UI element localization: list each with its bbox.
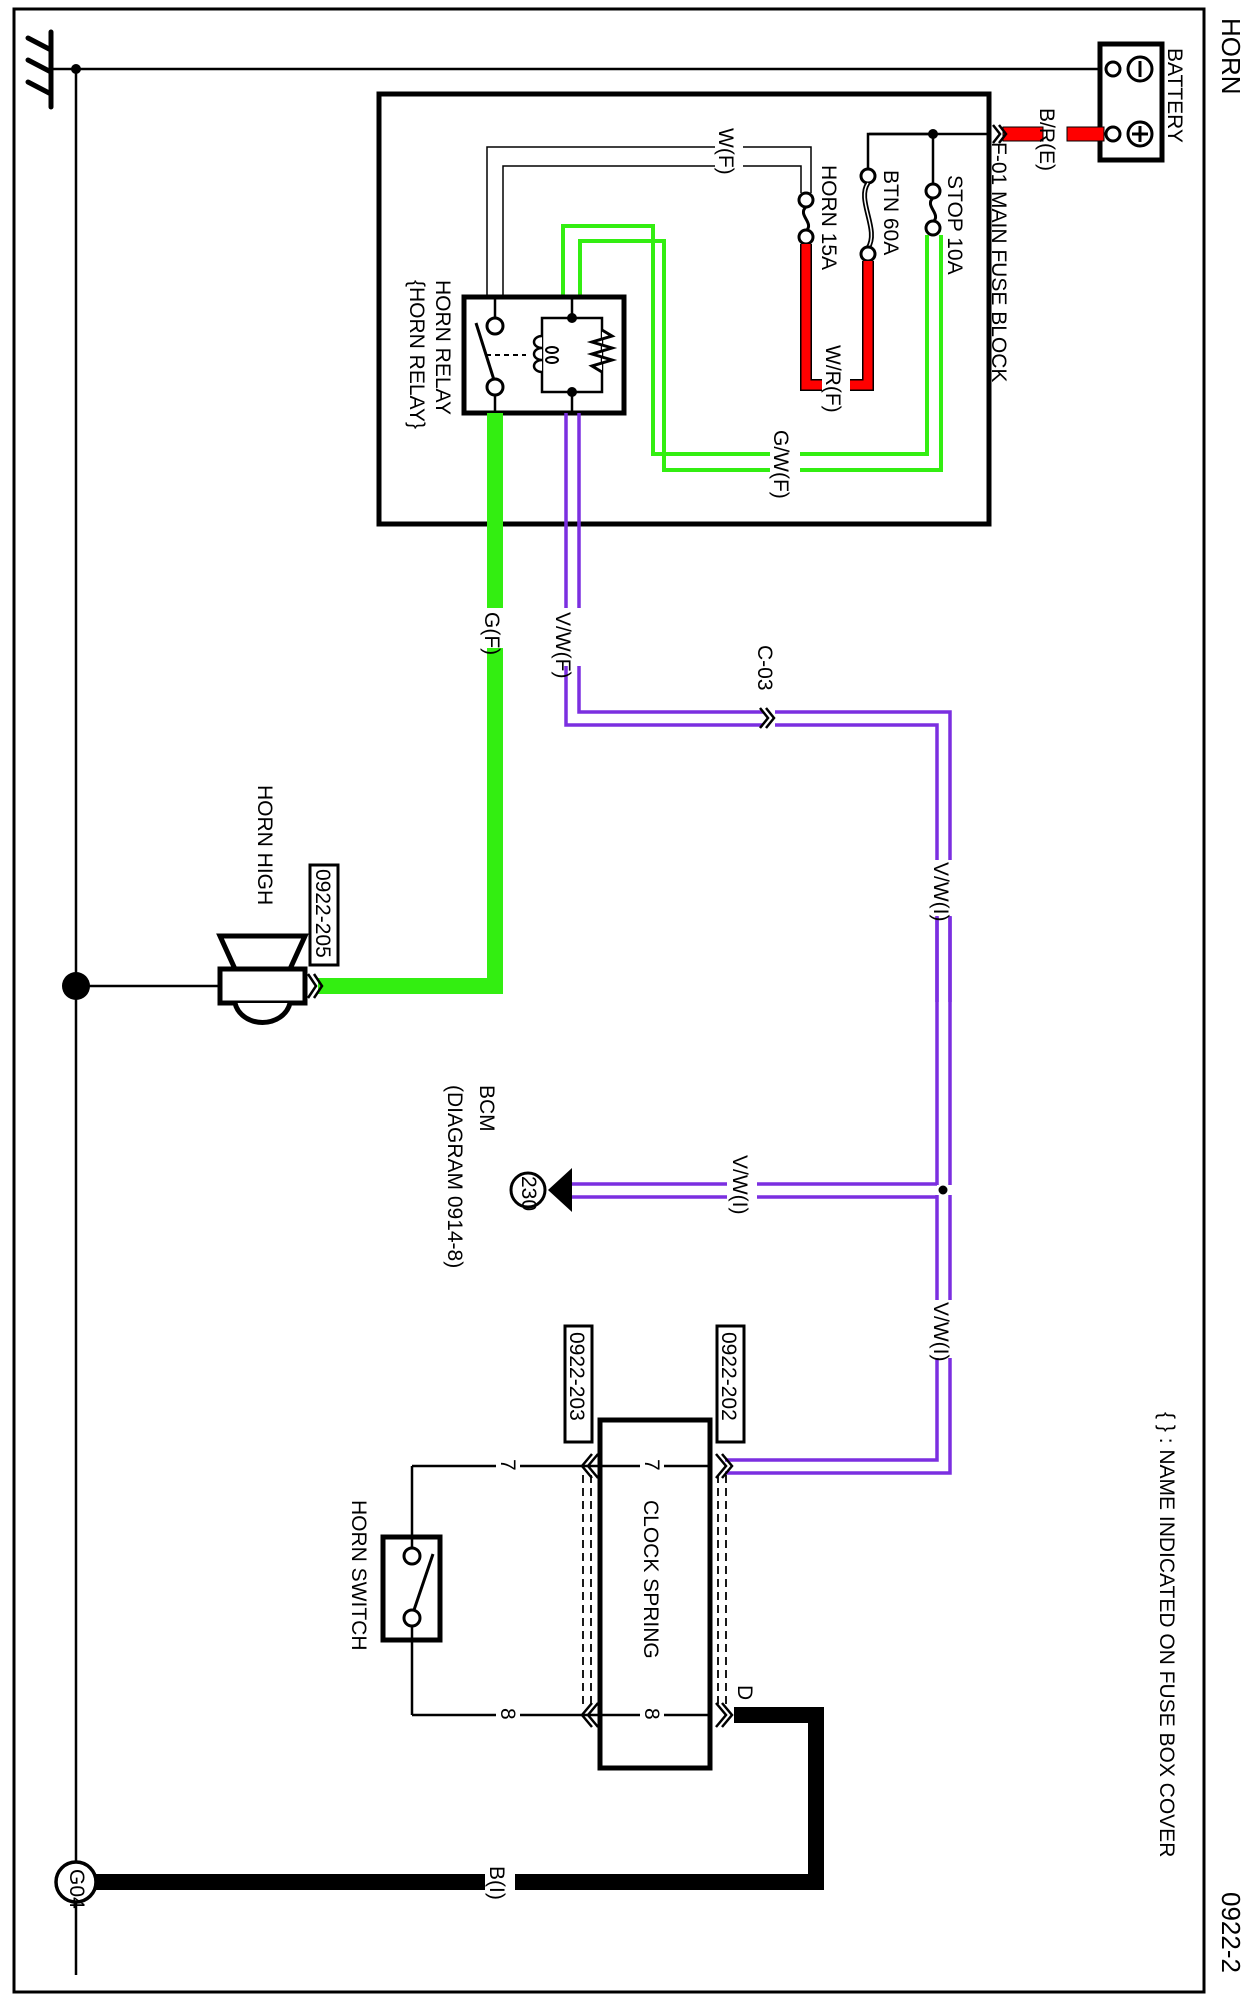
wire-gw <box>561 224 943 472</box>
clock-spring-pin8: 8 <box>640 1708 663 1720</box>
connector-chevron-icon <box>715 1453 734 1479</box>
splice-dot <box>71 64 81 74</box>
label-gap <box>928 1300 958 1356</box>
fuse-btn-60a-icon <box>859 167 877 263</box>
wire-label-vw-i: V/W(I) <box>929 1302 952 1361</box>
clock-spring-label: CLOCK SPRING <box>639 1500 662 1659</box>
page-border <box>12 7 1206 1994</box>
legend-note: { } : NAME INDICATED ON FUSE BOX COVER <box>1155 1412 1178 1857</box>
horn-label: HORN HIGH <box>253 785 276 905</box>
wire-b <box>96 1707 824 1890</box>
fuse-label-btn: BTN 60A <box>879 170 902 255</box>
connector-box-202 <box>715 1324 746 1444</box>
main-fuse-block <box>376 91 992 527</box>
wire-vw <box>564 413 952 1475</box>
shield-label: D <box>733 1685 756 1700</box>
relay-fuse-cover-name: {HORN RELAY} <box>405 280 428 429</box>
splice-dot <box>937 1184 949 1196</box>
relay-resistor-icon <box>586 328 618 374</box>
splice-dot <box>62 972 90 1000</box>
bcm-pin: 230 <box>517 1176 540 1211</box>
page-title: HORN <box>1216 18 1246 95</box>
bcm-pin-circle <box>509 1171 547 1209</box>
wire-label-b: B(I) <box>485 1866 508 1900</box>
bcm-connector-arrow-icon <box>548 1168 572 1212</box>
battery-label: BATTERY <box>1163 48 1186 143</box>
connector-chevron-icon <box>715 1702 734 1728</box>
horn-connector-box <box>308 863 340 967</box>
wire-wr <box>800 244 874 391</box>
wire-br-segment <box>1066 126 1105 142</box>
wire-vw-bcm <box>572 1182 937 1199</box>
fuse-stop-10a-icon <box>924 182 942 237</box>
relay-coil-icon <box>532 334 543 374</box>
horn-connector: 0922-205 <box>311 869 334 958</box>
fuse-horn-15a-icon <box>797 191 815 246</box>
fuse-label-stop: STOP 10A <box>943 175 966 275</box>
switch-pin7: 7 <box>496 1459 519 1471</box>
wire-label-g: G(F) <box>480 612 503 655</box>
bcm-ref: (DIAGRAM 0914-8) <box>443 1085 466 1268</box>
fuse-label-horn: HORN 15A <box>817 165 840 270</box>
chassis-ground-icon <box>25 29 54 110</box>
label-gap <box>928 860 958 916</box>
clock-spring-pin7: 7 <box>640 1459 663 1471</box>
battery <box>1097 41 1165 163</box>
wire-w <box>486 146 812 345</box>
connector-chevron-icon <box>306 973 324 999</box>
wire-label-vw-i: V/W(I) <box>929 862 952 921</box>
bcm-label: BCM <box>475 1085 498 1132</box>
connector-chevron-icon <box>992 124 1008 144</box>
connector-chevron-icon <box>580 1453 599 1479</box>
horn-relay <box>461 294 627 416</box>
wire-label-gw: G/W(F) <box>769 430 792 499</box>
wire-g <box>318 413 503 994</box>
page-number: 0922-2 <box>1216 1892 1246 1973</box>
ground-label: G04 <box>65 1869 88 1909</box>
wire-label-br: B/R(E) <box>1035 108 1058 171</box>
fuse-block-label: F-01 MAIN FUSE BLOCK <box>987 142 1010 382</box>
connector-chevron-icon <box>580 1702 599 1728</box>
horn-switch <box>380 1534 443 1643</box>
relay-switch-icon <box>474 322 496 381</box>
wire-label-vw-i: V/W(I) <box>728 1155 751 1214</box>
connector-chevron-icon <box>759 707 776 729</box>
switch-pin8: 8 <box>496 1708 519 1720</box>
horn-icon <box>216 933 309 1025</box>
wire-label-w: W(F) <box>714 128 737 175</box>
clock-spring-connector-in: 0922-202 <box>717 1332 740 1421</box>
horn-switch-label: HORN SWITCH <box>347 1500 370 1651</box>
connector-box-203 <box>563 1324 594 1444</box>
wire-label-vw-f: V/W(F) <box>551 612 574 678</box>
relay-label: HORN RELAY <box>431 280 454 415</box>
clock-spring-connector-out: 0922-203 <box>565 1332 588 1421</box>
connector-c03-label: C-03 <box>753 645 776 691</box>
wire-br-segment <box>1002 126 1044 142</box>
wire-label-wr: W/R(F) <box>821 345 844 413</box>
switch-contact-icon <box>412 1553 435 1611</box>
ground-g04-icon <box>54 1860 98 1904</box>
